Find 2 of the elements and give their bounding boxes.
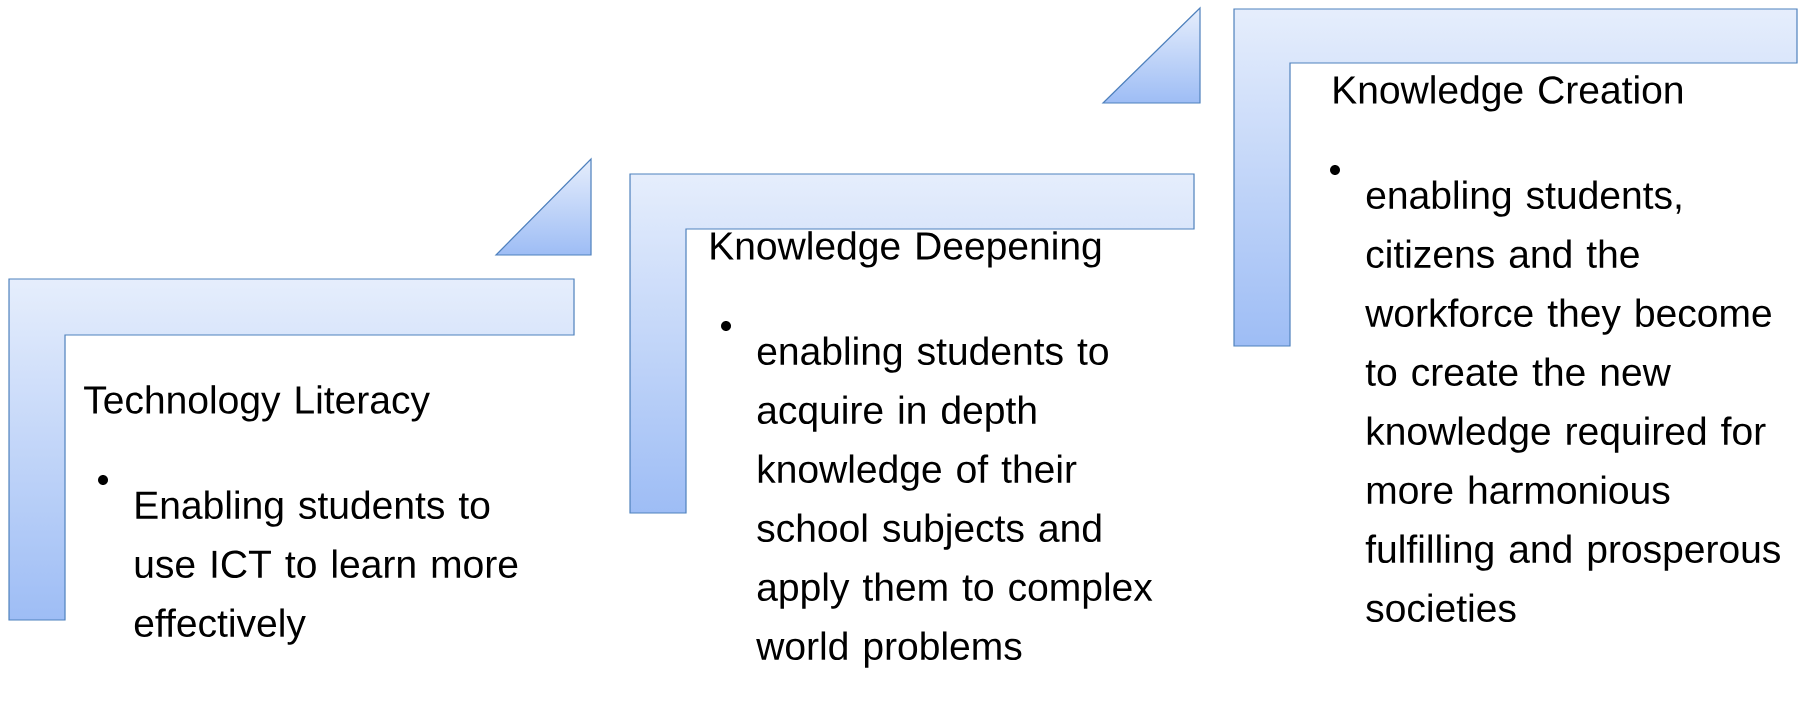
- node-label: school subjects and apply them to complex world problems: [756, 513, 1153, 668]
- node-label: to create the new knowledge required for more harmonious fulfilling and prosperous societies: [1365, 357, 1780, 623]
